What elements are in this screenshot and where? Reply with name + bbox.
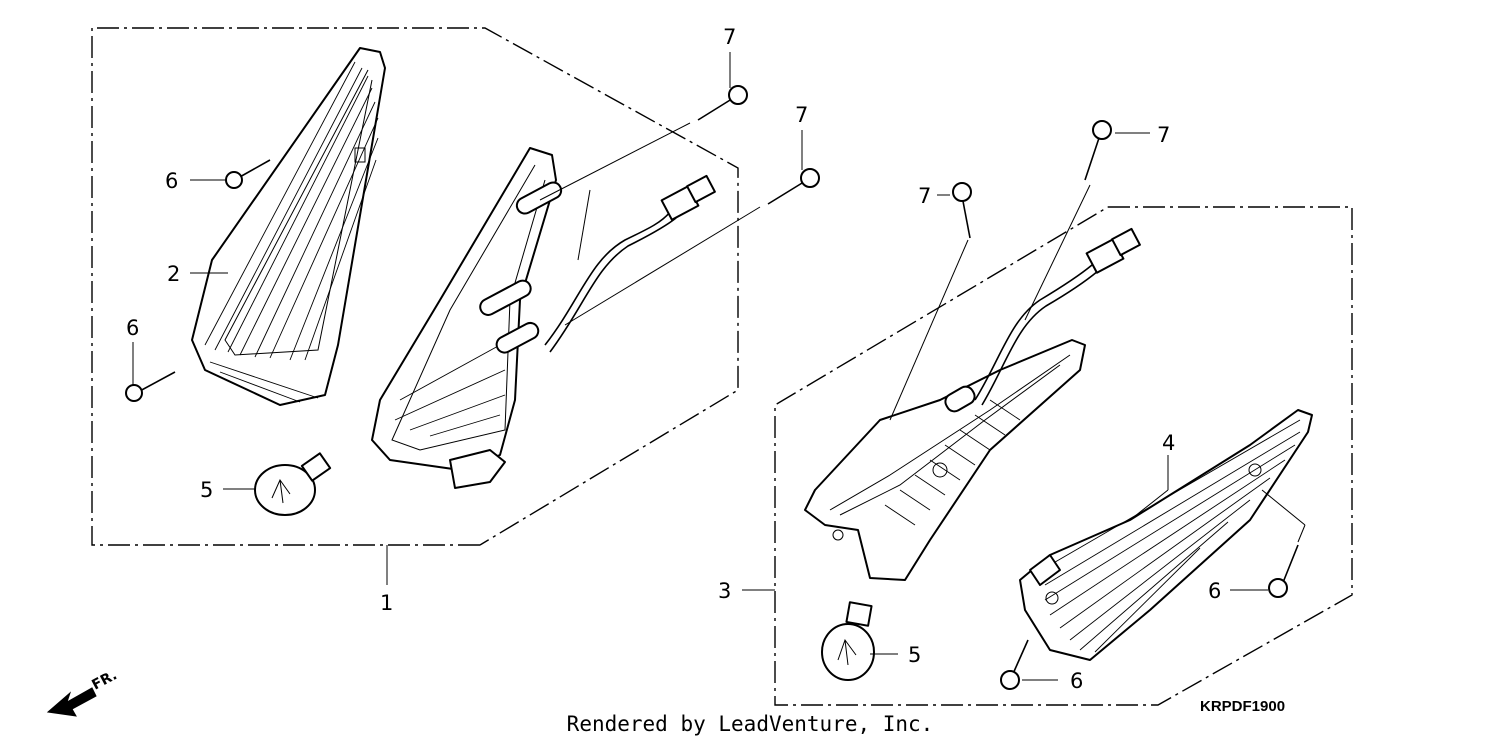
right-screw-top-part[interactable] [1084,120,1112,181]
footer-credit: Rendered by LeadVenture, Inc. [566,712,934,736]
callout-left-screw-mid: 7 [795,103,808,127]
right-screw-mid-part[interactable] [952,182,972,239]
front-direction-arrow: FR. [46,667,120,717]
left-screw-upper-part[interactable] [225,159,271,189]
callout-right-lens: 4 [1162,431,1175,455]
callout-right-screw-top: 7 [1157,123,1170,147]
left-signal-housing[interactable] [371,147,716,489]
front-label: FR. [89,667,119,693]
left-group-boundary [91,27,739,546]
right-signal-housing[interactable] [804,227,1141,581]
callout-left-assembly: 1 [380,591,393,615]
left-screw-lower-part[interactable] [125,371,176,402]
callout-right-bulb: 5 [908,643,921,667]
right-screw-bottom-part[interactable] [1000,639,1029,690]
callout-left-bulb: 5 [200,478,213,502]
callout-left-screw-lower: 6 [126,316,139,340]
callout-right-assembly: 3 [718,579,731,603]
right-group-boundary [774,206,1353,706]
right-bulb-part[interactable] [821,601,875,681]
callout-right-screw-bottom: 6 [1070,669,1083,693]
callout-right-screw-mid: 7 [918,184,931,208]
left-lens-part[interactable] [191,47,386,406]
left-screw-mid-part[interactable] [767,168,820,205]
left-leader-lines [132,52,803,585]
right-leader-lines [742,132,1306,681]
right-screw-lens-part[interactable] [1268,544,1299,598]
callout-left-lens: 2 [167,262,180,286]
callout-left-screw-upper: 6 [165,169,178,193]
diagram-code: KRPDF1900 [1200,698,1285,715]
callout-left-screw-top: 7 [723,25,736,49]
callout-right-screw-lens: 6 [1208,579,1221,603]
left-bulb-part[interactable] [254,452,332,516]
left-screw-top-part[interactable] [697,85,748,121]
